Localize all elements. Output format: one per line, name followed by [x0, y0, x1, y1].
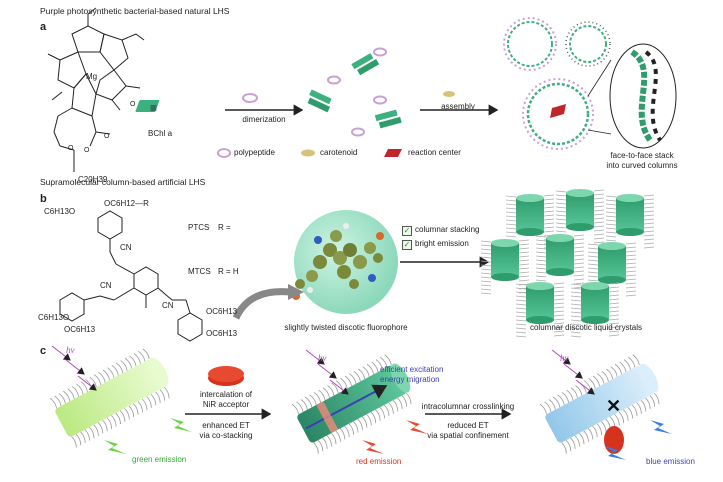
legend-carotenoid: carotenoid	[320, 148, 358, 157]
alkyl-label: C20H39	[78, 175, 108, 184]
bchl-square	[135, 100, 160, 112]
hv-label-2: hv	[318, 353, 327, 363]
hv-label-1: hv	[66, 345, 75, 355]
emission-bolt	[604, 446, 626, 460]
lc-column	[605, 194, 655, 250]
legend-carotenoid-icon	[301, 149, 315, 157]
ptcs-structure	[59, 210, 203, 342]
light-arrow	[77, 375, 97, 391]
equiv-symbol: ≡	[150, 101, 158, 115]
c6o-top-label: C6H13O	[44, 207, 76, 216]
dimerization-label: dimerization	[242, 115, 286, 124]
light-arrow	[305, 349, 325, 365]
light-arrow	[563, 363, 583, 379]
fluorophore-sphere	[294, 210, 398, 314]
light-arrow	[51, 345, 71, 361]
efficient-line-2: energy migration	[380, 375, 440, 384]
ptcs-label: PTCS	[188, 223, 210, 232]
reduced-line-1: reduced ET	[447, 421, 489, 430]
cn-label-left: CN	[100, 281, 112, 290]
svg-text:✕: ✕	[606, 396, 621, 416]
intercalation-line-2: NiR acceptor	[202, 400, 250, 409]
stage-3-column: ✕	[539, 354, 660, 454]
c6o-left-label: C6H13O	[38, 313, 70, 322]
curved-arrow	[232, 288, 291, 320]
r-ptcs-label: R =	[218, 223, 231, 232]
checkbox-icon: ✓	[402, 226, 412, 236]
panel-b-label: b	[40, 193, 47, 205]
side-chain-label: OC6H12—R	[104, 199, 149, 208]
fluorophore-caption: slightly twisted discotic fluorophore	[284, 323, 408, 332]
panel-a-title: Purple photosynthetic bacterial-based na…	[40, 6, 230, 16]
assembly-label: assembly	[441, 102, 475, 111]
light-arrow	[317, 363, 337, 379]
stack-caption-line-2: into curved columns	[606, 161, 678, 170]
emission-bolt	[406, 420, 428, 434]
lc-column	[570, 282, 620, 338]
reduced-line-2: via spatial confinement	[427, 431, 509, 440]
oc6-right-label-2: OC6H13	[206, 329, 238, 338]
polypeptide-icon	[242, 93, 258, 103]
stack-caption-line-1: face-to-face stack	[610, 151, 674, 160]
cn-label-right: CN	[162, 301, 174, 310]
checkbox-icon: ✓	[402, 240, 412, 250]
intercalation-line-1: intercalation of	[199, 390, 253, 399]
emission-bolt	[104, 440, 126, 454]
carotenoid-icon	[443, 91, 455, 97]
stage-1-column	[49, 348, 170, 448]
hv-label-3: hv	[560, 353, 569, 363]
emission-bolt	[650, 420, 672, 434]
svg-text:O: O	[84, 147, 90, 154]
mtcs-label: MTCS	[188, 267, 211, 276]
lc-column	[515, 282, 565, 338]
column-array	[480, 189, 655, 338]
enhanced-line-2: via co-stacking	[199, 431, 253, 440]
svg-text:O: O	[130, 101, 136, 108]
lc-column	[480, 239, 530, 295]
red-emission-label: red emission	[356, 457, 402, 466]
r-mtcs-label: R = H	[218, 267, 239, 276]
lc-column	[587, 242, 637, 298]
svg-text:O: O	[68, 145, 74, 152]
check-bright-emission: ✓bright emission	[402, 240, 469, 250]
legend-polypeptide-icon	[217, 148, 231, 158]
emission-bolt	[170, 418, 192, 432]
light-harvesting-rings	[503, 17, 677, 150]
space-filling-molecule	[292, 223, 384, 300]
light-arrow	[551, 349, 571, 365]
oc6-right-label-1: OC6H13	[206, 307, 238, 316]
panel-a-label: a	[40, 21, 47, 33]
green-emission-label: green emission	[132, 455, 187, 464]
bchl-structure	[47, 7, 145, 172]
check-columnar-stacking: ✓columnar stacking	[402, 226, 479, 236]
dimer-cluster	[307, 47, 402, 137]
legend-polypeptide: polypeptide	[234, 148, 275, 157]
svg-text:O: O	[104, 133, 110, 140]
light-arrow	[65, 359, 85, 375]
check-2-text: bright emission	[415, 239, 469, 248]
panel-b-title: Supramolecular column-based artificial L…	[40, 177, 206, 187]
legend-reaction-center: reaction center	[408, 148, 461, 157]
crystals-caption: columnar discotic liquid crystals	[529, 323, 643, 332]
stage-2-column	[291, 354, 412, 454]
lc-column	[535, 234, 585, 290]
panel-c-label: c	[40, 345, 47, 357]
oc6-left-label: OC6H13	[64, 325, 96, 334]
enhanced-line-1: enhanced ET	[202, 421, 250, 430]
crosslinking-label: intracolumnar crosslinking	[421, 402, 515, 411]
light-arrow	[329, 379, 349, 395]
efficient-line-1: efficient excitation	[380, 365, 444, 374]
cn-label-top: CN	[120, 243, 132, 252]
check-1-text: columnar stacking	[415, 225, 480, 234]
mg-label: Mg	[86, 72, 98, 81]
nir-acceptor-icon	[604, 426, 624, 454]
legend-reaction-center-icon	[384, 149, 402, 157]
emission-bolt	[362, 440, 384, 454]
light-arrow	[575, 379, 595, 395]
bchl-label: BChl a	[148, 129, 173, 138]
blue-emission-label: blue emission	[646, 457, 695, 466]
